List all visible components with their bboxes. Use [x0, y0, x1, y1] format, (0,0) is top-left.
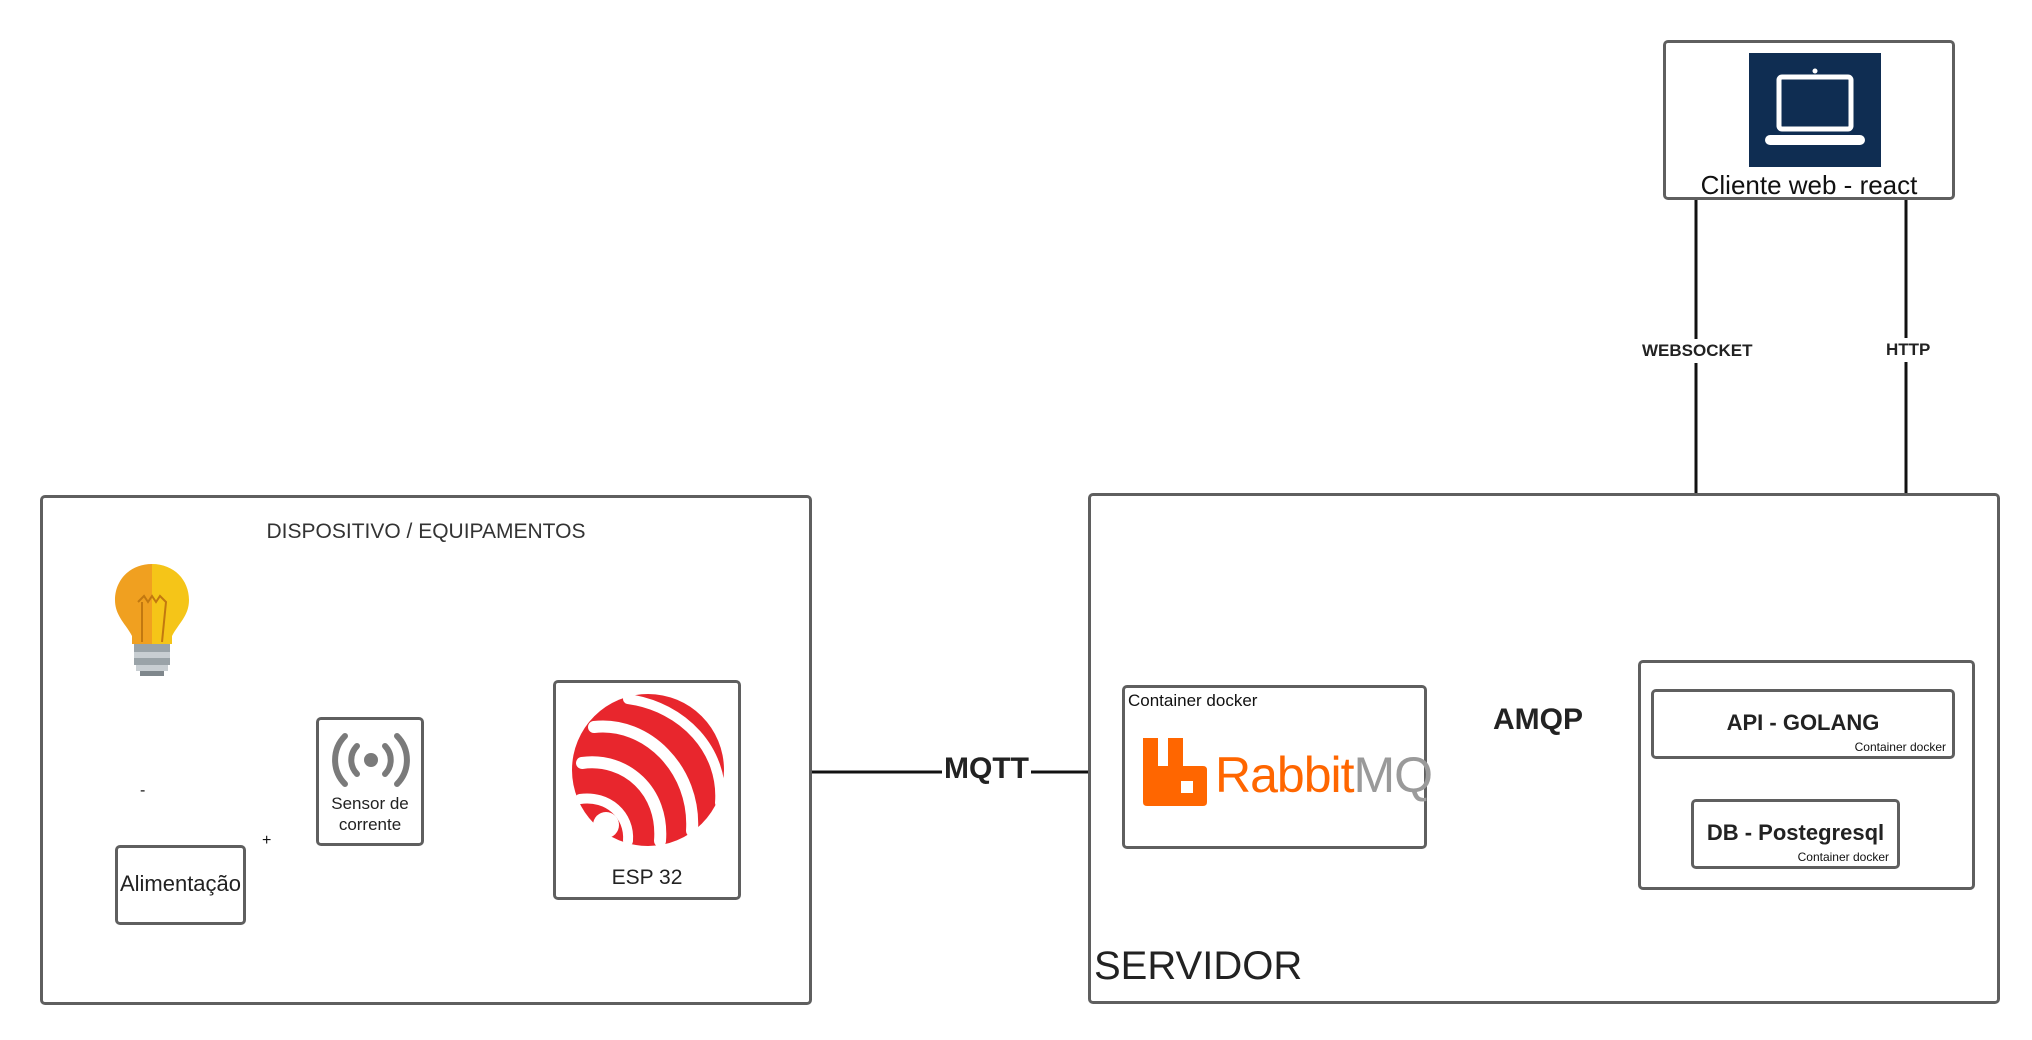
device-group-title: DISPOSITIVO / EQUIPAMENTOS	[266, 520, 586, 543]
db-label: DB - Postegresql	[1706, 820, 1885, 845]
client-label: Cliente web - react	[1700, 170, 1918, 200]
http-label: HTTP	[1884, 338, 1933, 362]
current-sensor-node: Sensor de corrente	[316, 717, 424, 846]
server-group-title: SERVIDOR	[1094, 944, 1303, 988]
api-node: API - GOLANG Container docker	[1651, 689, 1955, 759]
api-label: API - GOLANG	[1726, 710, 1880, 735]
amqp-label: AMQP	[1491, 703, 1585, 737]
esp32-label: ESP 32	[611, 866, 683, 889]
websocket-label: WEBSOCKET	[1640, 339, 1755, 363]
rabbit-icon	[1143, 738, 1207, 806]
db-node: DB - Postegresql Container docker	[1691, 799, 1900, 869]
power-supply-node: Alimentação	[115, 845, 246, 925]
current-sensor-label-line2: corrente	[338, 815, 402, 834]
client-node: Cliente web - react	[1663, 40, 1955, 200]
wireless-sensor-icon	[332, 732, 410, 788]
rabbitmq-logo: RabbitMQ	[1143, 736, 1433, 808]
mqtt-label: MQTT	[942, 752, 1031, 786]
rabbitmq-caption: Container docker	[1128, 691, 1258, 710]
rabbitmq-logo-text-mq: MQ	[1353, 747, 1434, 803]
rabbitmq-logo-text-rabbit: Rabbit	[1215, 747, 1355, 803]
power-supply-label: Alimentação	[119, 871, 242, 896]
laptop-icon	[1749, 53, 1881, 167]
light-bulb-icon	[112, 562, 192, 676]
esp32-node: ESP 32	[553, 680, 741, 900]
api-caption: Container docker	[1854, 740, 1946, 754]
rabbitmq-node: Container docker RabbitMQ	[1122, 685, 1433, 849]
minus-label: -	[140, 782, 146, 799]
plus-label: +	[262, 832, 272, 849]
current-sensor-label-line1: Sensor de	[331, 794, 409, 813]
db-caption: Container docker	[1797, 850, 1889, 864]
espressif-logo	[564, 691, 732, 849]
